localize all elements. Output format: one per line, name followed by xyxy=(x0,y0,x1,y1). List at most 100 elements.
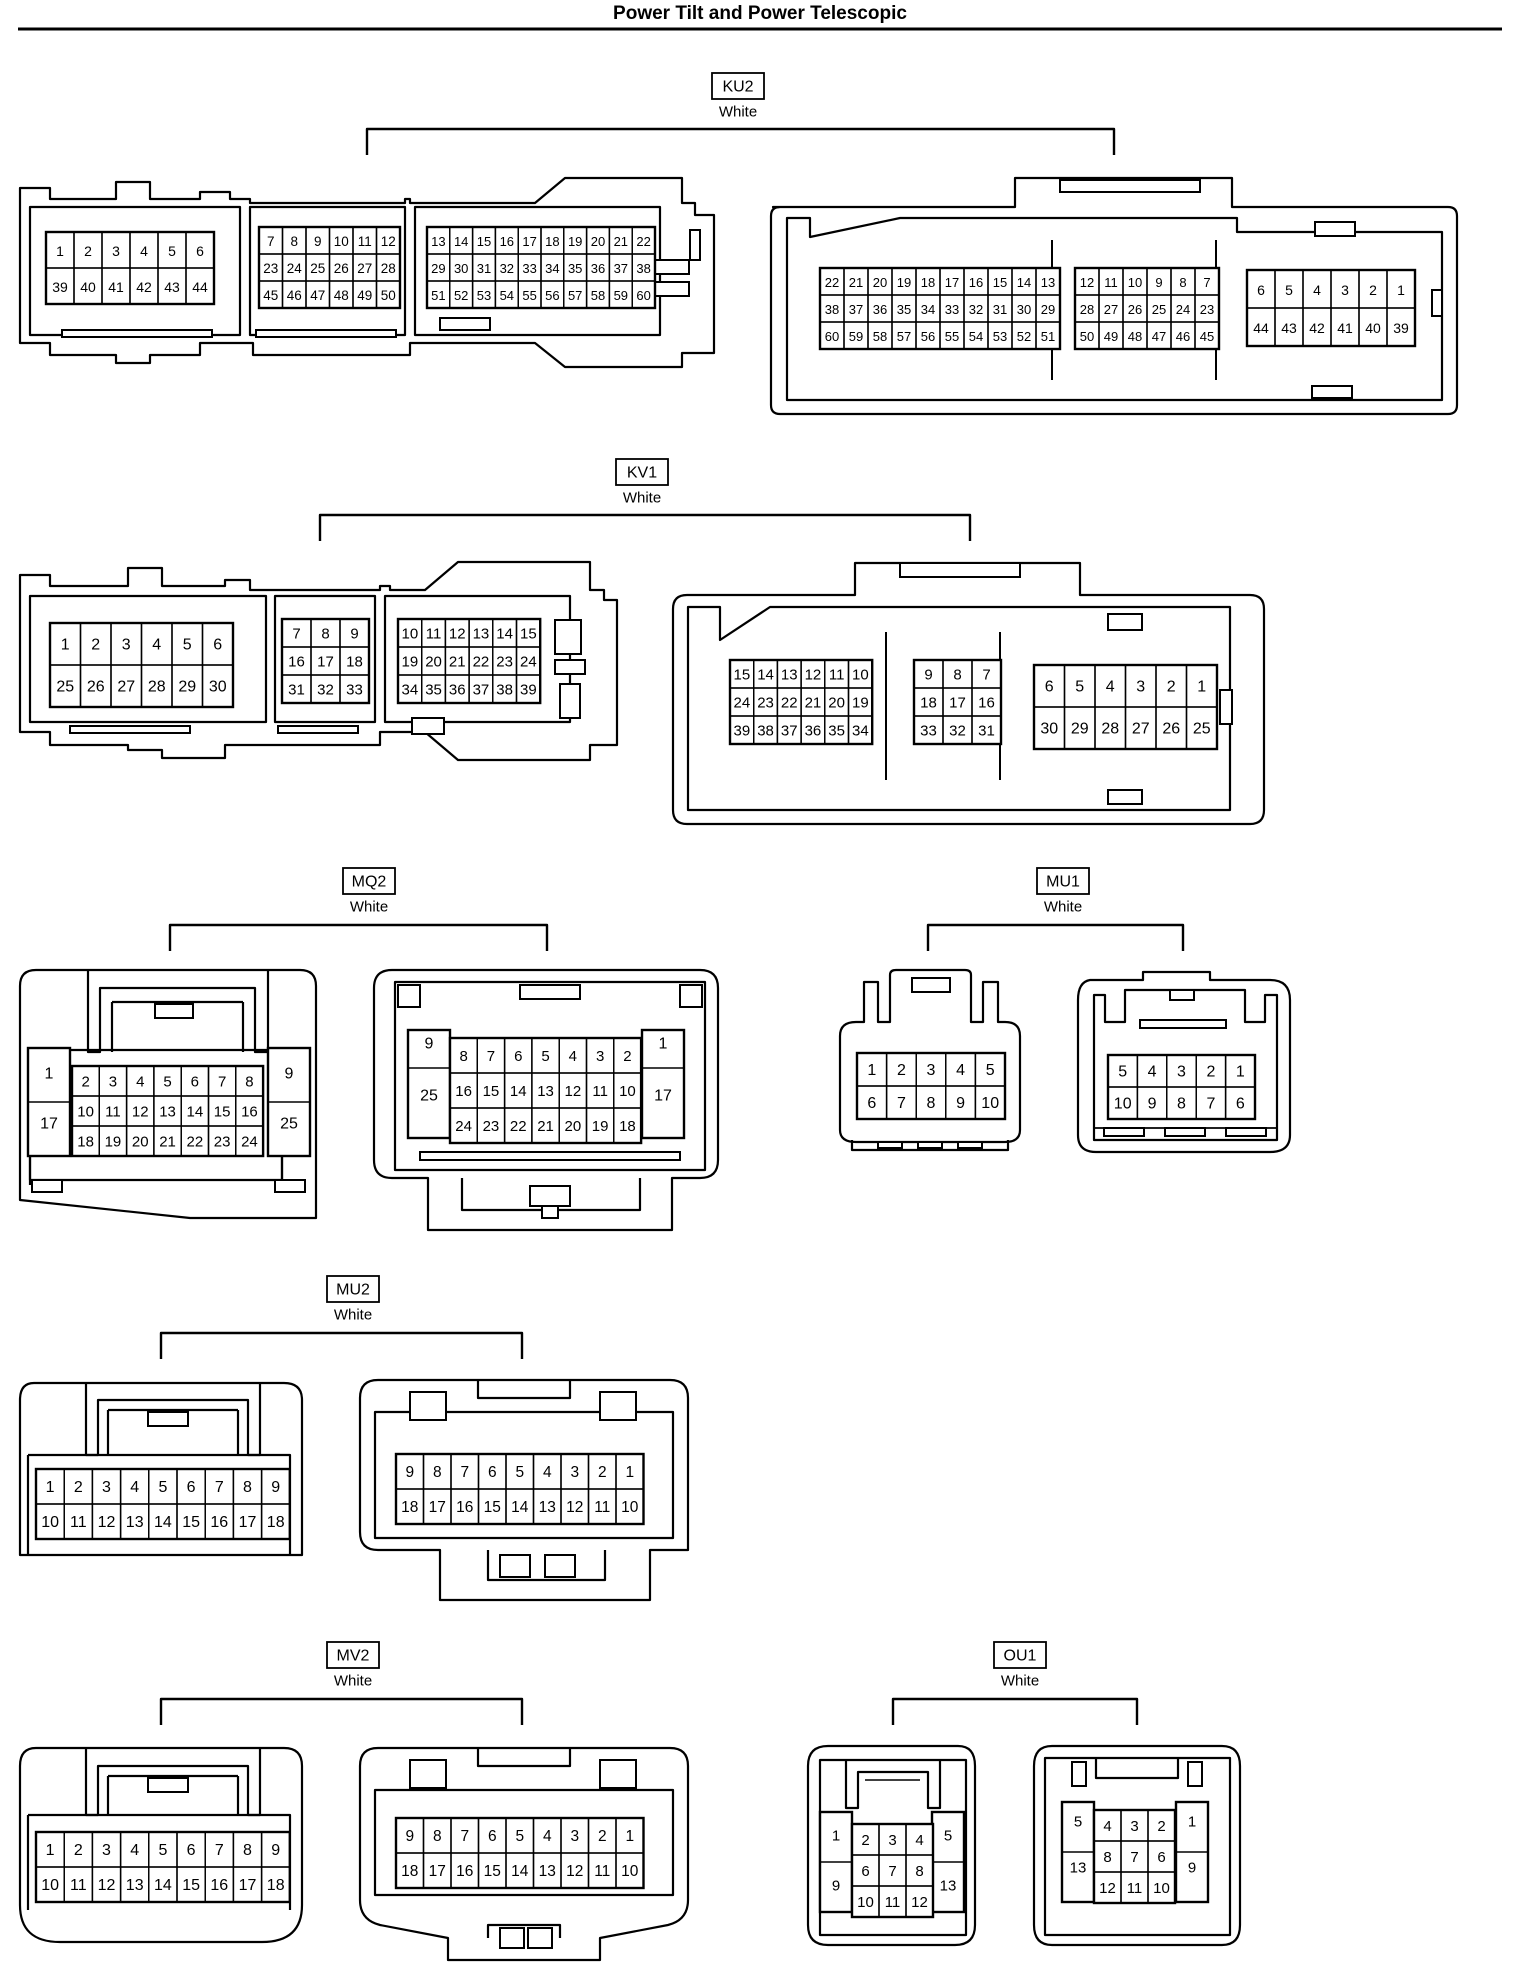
pin-label: 26 xyxy=(334,261,349,276)
pin-label: 55 xyxy=(945,329,959,344)
connector-name-box xyxy=(711,72,765,100)
pin-label: 2 xyxy=(1206,1064,1215,1081)
pin-label: 25 xyxy=(1193,721,1211,738)
pin-label: 3 xyxy=(1177,1064,1186,1081)
mu1-right-housing xyxy=(1076,970,1292,1154)
pin-label: 39 xyxy=(520,682,537,699)
pin-label: 17 xyxy=(317,654,334,671)
pin-label: 29 xyxy=(178,679,196,696)
pin-label: 16 xyxy=(456,1499,473,1516)
pin-label: 18 xyxy=(267,1877,285,1894)
pin-label: 4 xyxy=(152,637,161,654)
pin-label: 1 xyxy=(1188,1814,1196,1831)
pin-label: 37 xyxy=(849,302,863,317)
connector-bracket xyxy=(159,1697,524,1725)
pin-label: 46 xyxy=(287,288,302,303)
mu1-right-inner xyxy=(1092,988,1279,1142)
pin-label: 9 xyxy=(271,1842,280,1859)
pin-cell xyxy=(260,1866,291,1903)
pin-label: 1 xyxy=(659,1036,668,1053)
pin-label: 10 xyxy=(981,1095,999,1112)
pin-label: 19 xyxy=(852,695,869,712)
pin-label: 23 xyxy=(757,695,774,712)
pin-label: 2 xyxy=(1369,282,1377,298)
ou1-right-housing xyxy=(1032,1744,1242,1947)
pin-label: 2 xyxy=(861,1832,869,1849)
pin-label: 4 xyxy=(1106,679,1115,696)
pin-label: 25 xyxy=(420,1088,438,1105)
pin-label: 15 xyxy=(182,1514,200,1531)
pin-label: 11 xyxy=(1127,1880,1143,1897)
pin-label: 19 xyxy=(402,654,419,671)
pin-label: 5 xyxy=(944,1828,952,1845)
pin-label: 27 xyxy=(1132,721,1150,738)
pin-label: 30 xyxy=(1017,302,1031,317)
pin-label: 35 xyxy=(897,302,911,317)
pin-label: 38 xyxy=(636,261,650,276)
pin-label: 60 xyxy=(825,329,839,344)
pin-label: 6 xyxy=(1236,1096,1245,1113)
connector-name: MU2 xyxy=(336,1282,370,1299)
pin-label: 24 xyxy=(455,1118,472,1135)
pin-label: 5 xyxy=(168,243,176,259)
pin-label: 44 xyxy=(192,279,208,295)
pin-cell xyxy=(615,1488,645,1525)
pin-label: 52 xyxy=(454,288,468,303)
pin-label: 17 xyxy=(945,275,959,290)
pin-label: 15 xyxy=(484,1499,501,1516)
latch-slot xyxy=(397,984,421,1008)
pin-label: 23 xyxy=(263,261,278,276)
pin-label: 24 xyxy=(1176,302,1190,317)
pin-label: 1 xyxy=(56,243,64,259)
pin-label: 11 xyxy=(592,1083,608,1100)
pin-label: 6 xyxy=(488,1464,497,1481)
pin-label: 18 xyxy=(346,654,363,671)
pin-label: 3 xyxy=(102,1842,111,1859)
connector-color: White xyxy=(623,490,661,507)
pin-label: 15 xyxy=(520,626,537,643)
pin-label: 28 xyxy=(148,679,166,696)
latch-slot xyxy=(1164,1127,1206,1137)
pin-label: 16 xyxy=(210,1514,228,1531)
pin-label: 59 xyxy=(614,288,628,303)
pin-label: 4 xyxy=(136,1074,144,1091)
pin-label: 20 xyxy=(873,275,887,290)
latch-slot xyxy=(1219,689,1233,725)
pin-label: 9 xyxy=(832,1878,840,1895)
pin-label: 57 xyxy=(568,288,582,303)
pin-label: 4 xyxy=(956,1062,965,1079)
latch-slot xyxy=(147,1411,189,1427)
pin-label: 12 xyxy=(1080,275,1094,290)
pin-label: 2 xyxy=(598,1464,607,1481)
connector-bracket xyxy=(926,923,1185,951)
kv1-left-inner xyxy=(273,594,377,724)
pin-label: 12 xyxy=(98,1514,116,1531)
kv1-left-inner xyxy=(383,594,572,724)
pin-label: 8 xyxy=(1177,1096,1186,1113)
ku2-right-housing xyxy=(769,176,1459,416)
latch-slot xyxy=(1107,789,1143,805)
pin-label: 10 xyxy=(41,1514,59,1531)
ou1-left-latch xyxy=(844,1760,942,1810)
pin-label: 7 xyxy=(218,1074,226,1091)
connector-name: MU1 xyxy=(1046,874,1080,891)
pin-label: 1 xyxy=(625,1828,634,1845)
pin-label: 52 xyxy=(1017,329,1031,344)
pin-label: 36 xyxy=(873,302,887,317)
pin-label: 47 xyxy=(1152,329,1166,344)
pin-label: 7 xyxy=(897,1095,906,1112)
pin-label: 18 xyxy=(401,1499,418,1516)
pin-label: 23 xyxy=(214,1134,231,1151)
pin-label: 2 xyxy=(81,1074,89,1091)
pin-label: 34 xyxy=(921,302,935,317)
pin-label: 5 xyxy=(515,1828,524,1845)
mu2-left-housing xyxy=(18,1381,304,1557)
pin-label: 14 xyxy=(511,1863,529,1880)
latch-slot xyxy=(911,977,951,993)
pin-label: 12 xyxy=(381,234,396,249)
pin-label: 9 xyxy=(1148,1096,1157,1113)
pin-label: 8 xyxy=(433,1828,442,1845)
pin-label: 38 xyxy=(757,723,774,740)
